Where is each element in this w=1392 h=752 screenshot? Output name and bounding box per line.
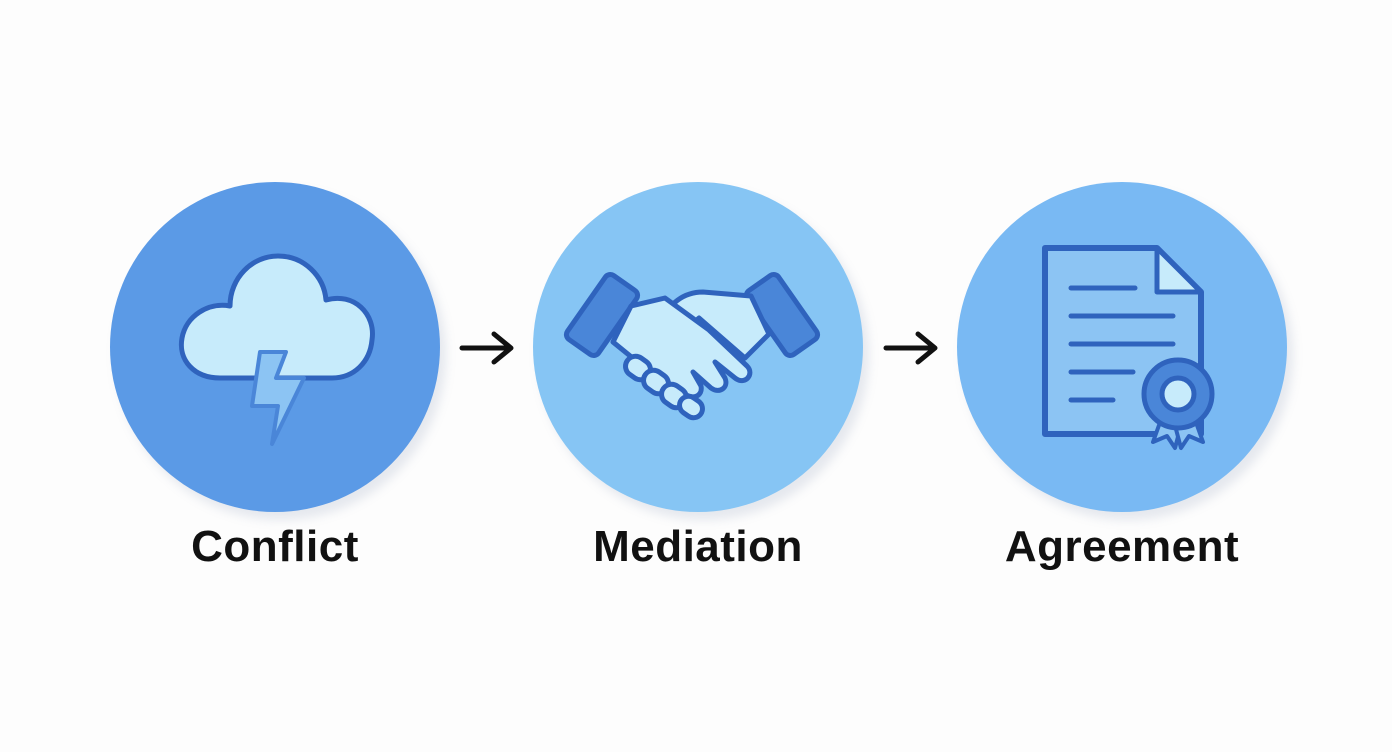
arrow-right-icon — [883, 331, 938, 365]
arrow-right-icon — [459, 331, 514, 365]
stage-agreement — [957, 182, 1287, 512]
storm-cloud-lightning-icon — [178, 253, 375, 446]
stage-mediation — [533, 182, 863, 512]
stage-label-agreement: Agreement — [1004, 522, 1240, 571]
certificate-document-icon — [1042, 245, 1215, 450]
stage-label-mediation: Mediation — [593, 522, 803, 571]
stage-label-conflict: Conflict — [191, 522, 359, 571]
handshake-icon — [563, 272, 821, 421]
stage-conflict — [110, 182, 440, 512]
